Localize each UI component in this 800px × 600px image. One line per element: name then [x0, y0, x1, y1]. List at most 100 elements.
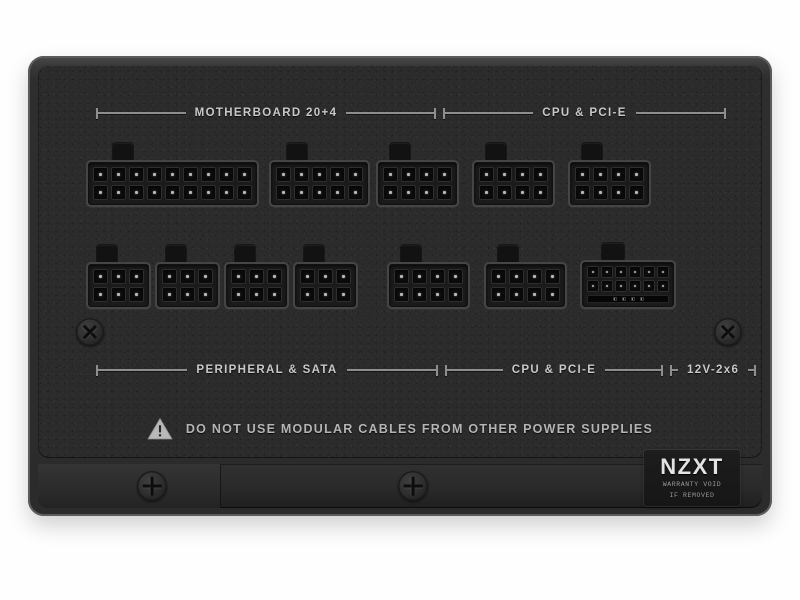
pin: [312, 167, 327, 182]
pin: [587, 266, 599, 278]
pin-grid: [93, 167, 252, 200]
pin: [394, 269, 409, 284]
pin: [300, 287, 315, 302]
connector-pcie-8pin-d[interactable]: [387, 245, 470, 309]
screw-bottom-center: [398, 471, 428, 501]
connector-shell: [472, 160, 555, 207]
pin: [533, 185, 548, 200]
retention-notch-icon: [234, 245, 255, 262]
pin: [383, 185, 398, 200]
psu-chassis: MOTHERBOARD 20+4 CPU & PCI-E: [28, 56, 772, 516]
pin: [629, 167, 644, 182]
pin-row: [300, 287, 351, 302]
pin: [593, 167, 608, 182]
retention-notch-icon: [165, 245, 186, 262]
connector-12v-2x6[interactable]: [580, 243, 676, 309]
pin: [162, 287, 177, 302]
sticker-line-1: WARRANTY VOID: [662, 480, 722, 488]
pin: [129, 167, 144, 182]
pin: [545, 287, 560, 302]
pin: [575, 185, 590, 200]
retention-notch-icon: [286, 143, 307, 160]
pin-row: [93, 185, 252, 200]
pin: [294, 185, 309, 200]
pin: [129, 269, 144, 284]
pin: [198, 269, 213, 284]
pin-grid: [300, 269, 351, 302]
panel-seam: [38, 464, 762, 465]
pin-row: [276, 185, 363, 200]
connector-shell: [224, 262, 289, 309]
pin: [348, 185, 363, 200]
pin: [593, 185, 608, 200]
pin-row: [479, 185, 548, 200]
pin: [267, 269, 282, 284]
pin-row: [491, 287, 560, 302]
pin-grid: [93, 269, 144, 302]
pin: [615, 280, 627, 292]
pin-row: [587, 266, 669, 278]
pin: [527, 287, 542, 302]
pin-row: [383, 185, 452, 200]
label-group-motherboard: MOTHERBOARD 20+4: [96, 106, 437, 120]
pin: [437, 167, 452, 182]
connector-cpu-8pin-a[interactable]: [376, 143, 459, 207]
pin-grid: [394, 269, 463, 302]
rule-line: [635, 112, 724, 114]
pin: [183, 185, 198, 200]
pin: [348, 167, 363, 182]
connector-cpu-8pin-b[interactable]: [472, 143, 555, 207]
pin-row: [162, 287, 213, 302]
connector-atx-20pin[interactable]: [86, 143, 259, 207]
connector-periph-6pin-d[interactable]: [293, 245, 358, 309]
connector-periph-6pin-b[interactable]: [155, 245, 220, 309]
rule-cap-icon: [96, 107, 98, 119]
pin: [147, 167, 162, 182]
pin: [330, 167, 345, 182]
retention-notch-icon: [389, 143, 410, 160]
pin: [509, 269, 524, 284]
rule-line: [346, 369, 436, 371]
connector-shell: [293, 262, 358, 309]
connector-atx-10pin[interactable]: [269, 143, 370, 207]
pin: [162, 269, 177, 284]
pin: [93, 185, 108, 200]
pin: [147, 185, 162, 200]
pin-row: [575, 185, 644, 200]
pin: [93, 287, 108, 302]
pin: [394, 287, 409, 302]
retention-notch-icon: [602, 243, 624, 260]
pin: [111, 269, 126, 284]
pin-grid: [575, 167, 644, 200]
lower-panel-strip: [38, 464, 762, 508]
pin-row: [231, 269, 282, 284]
pin: [448, 269, 463, 284]
pin: [401, 167, 416, 182]
pin: [509, 287, 524, 302]
pin: [575, 167, 590, 182]
pin: [330, 185, 345, 200]
connector-periph-6pin-c[interactable]: [224, 245, 289, 309]
rule-line: [447, 369, 503, 371]
rule-cap-icon: [434, 107, 437, 119]
connector-cpu-8pin-c[interactable]: [568, 143, 651, 207]
connector-pcie-8pin-e[interactable]: [484, 245, 567, 309]
pin: [237, 185, 252, 200]
pin: [183, 167, 198, 182]
pin: [237, 167, 252, 182]
connector-shell: [269, 160, 370, 207]
pin: [615, 266, 627, 278]
rule-cap-icon: [661, 364, 663, 376]
sense-pin: [630, 297, 635, 301]
connector-shell: [376, 160, 459, 207]
panel-step: [38, 464, 221, 508]
pin: [587, 280, 599, 292]
pin: [515, 167, 530, 182]
pin: [111, 185, 126, 200]
pin-row: [93, 287, 144, 302]
pin: [479, 185, 494, 200]
pin: [165, 185, 180, 200]
screw-cross-icon: [714, 318, 742, 346]
connector-periph-6pin-a[interactable]: [86, 245, 151, 309]
pin: [276, 185, 291, 200]
